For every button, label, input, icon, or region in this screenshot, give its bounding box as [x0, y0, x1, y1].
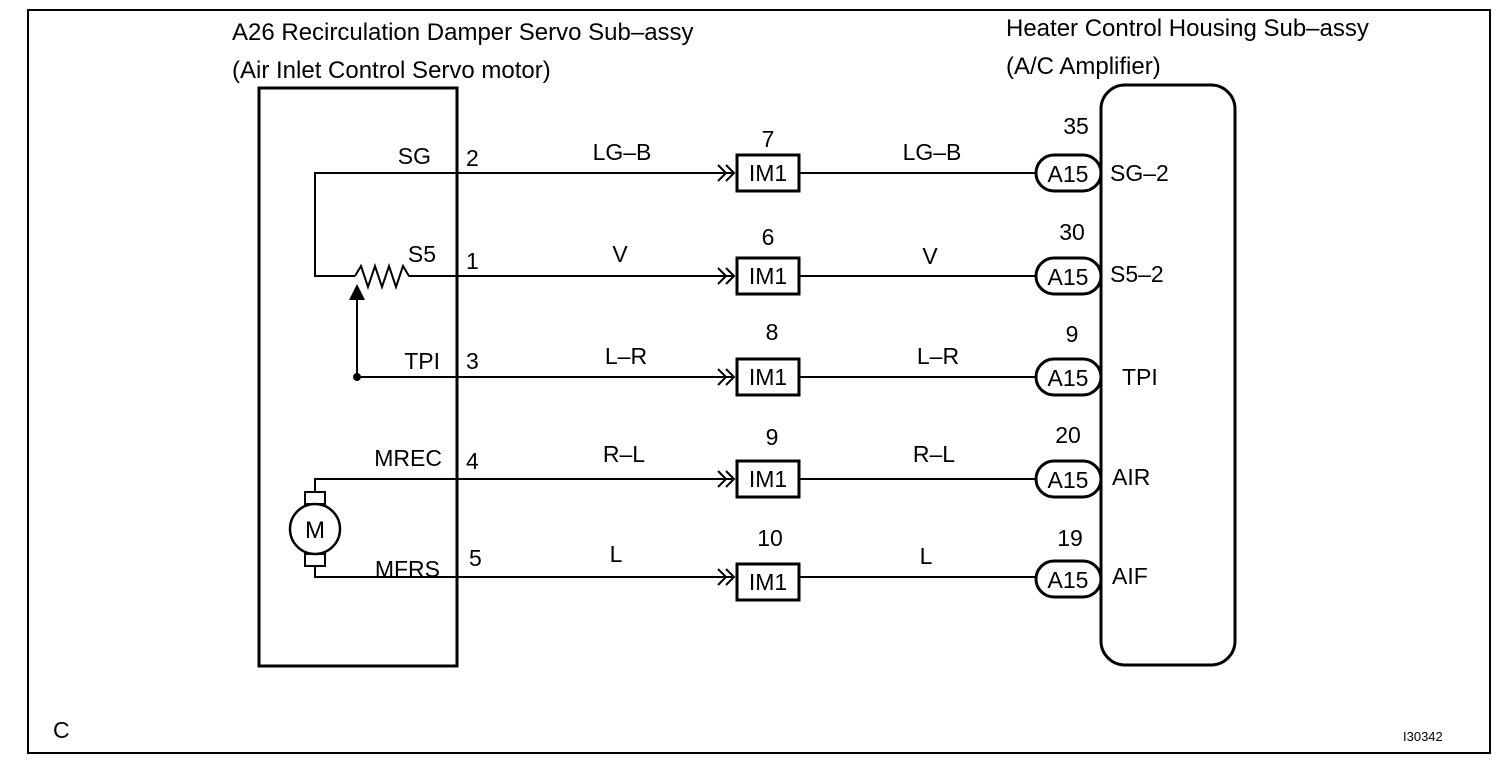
amp-connector-oval: [1034, 357, 1103, 397]
circuit-row-mfrs: IM1 10 A15 19 AIF MFRS 5 L L: [375, 525, 1148, 602]
motor-symbol: [288, 502, 342, 556]
junction-connector-box: [735, 562, 801, 602]
circuit-row-mrec: IM1 9 A15 20 AIR MREC 4 R–L R–L: [374, 422, 1150, 499]
left-component-subtitle: (Air Inlet Control Servo motor): [232, 57, 551, 84]
connector-chevron-icon: [717, 368, 728, 386]
junction-connector-label: IM1: [749, 364, 787, 390]
wire-color-right: L: [920, 543, 933, 569]
amp-pin-number: 20: [1055, 422, 1081, 448]
motor-brush-top: [304, 491, 326, 505]
connector-chevron-icon: [725, 164, 736, 182]
terminal-name: TPI: [404, 348, 440, 374]
amp-connector-label: A15: [1048, 365, 1089, 391]
junction-connector-label: IM1: [749, 466, 787, 492]
amp-terminal-label: S5–2: [1110, 261, 1164, 287]
amp-terminal-label: TPI: [1122, 364, 1158, 390]
connector-chevron-icon: [725, 470, 736, 488]
amp-connector-oval: [1034, 559, 1103, 599]
terminal-name: S5: [408, 241, 436, 267]
wire-color-left: L: [610, 541, 623, 567]
wire-color-left: V: [612, 241, 628, 267]
connector-chevron-icon: [717, 164, 728, 182]
junction-pin-number: 8: [766, 319, 779, 345]
circuit-row-tpi: IM1 8 A15 9 TPI TPI 3 L–R L–R: [404, 319, 1158, 397]
motor-label: M: [305, 517, 325, 544]
mrec-internal-wire: [314, 478, 457, 492]
amp-pin-number: 35: [1063, 113, 1089, 139]
corner-letter: C: [53, 717, 70, 743]
resistor-symbol: [354, 262, 457, 291]
wire-color-right: R–L: [913, 441, 955, 467]
connector-chevron-icon: [717, 470, 728, 488]
diagram-frame: [27, 9, 1491, 754]
amp-connector-label: A15: [1048, 264, 1089, 290]
amp-connector-label: A15: [1048, 567, 1089, 593]
figure-id: I30342: [1403, 729, 1443, 744]
junction-connector-label: IM1: [749, 263, 787, 289]
connector-chevron-icon: [725, 568, 736, 586]
amp-connector-label: A15: [1048, 467, 1089, 493]
circuit-row-s5: IM1 6 A15 30 S5–2 S5 1 V V: [408, 219, 1164, 296]
connector-chevron-icon: [717, 568, 728, 586]
junction-connector-label: IM1: [749, 160, 787, 186]
wire-color-right: L–R: [917, 343, 959, 369]
amp-pin-number: 30: [1059, 219, 1085, 245]
left-component-title: A26 Recirculation Damper Servo Sub–assy: [232, 19, 694, 46]
connector-chevron-icon: [725, 267, 736, 285]
terminal-name: SG: [398, 143, 431, 169]
amp-connector-label: A15: [1048, 161, 1089, 187]
amp-pin-number: 19: [1057, 525, 1083, 551]
wire-color-left: R–L: [603, 441, 645, 467]
connector-chevron-icon: [725, 368, 736, 386]
wire-color-right: V: [922, 243, 938, 269]
terminal-name: MFRS: [375, 556, 440, 582]
amp-connector-oval: [1034, 256, 1103, 296]
terminal-name: MREC: [374, 445, 442, 471]
amp-pin-number: 9: [1066, 321, 1079, 347]
mfrs-internal-wire: [314, 566, 457, 578]
amp-terminal-label: AIF: [1112, 563, 1148, 589]
terminal-pin: 2: [466, 145, 479, 171]
wiper-arrow-icon: [349, 284, 365, 300]
junction-pin-number: 6: [762, 224, 775, 250]
wire-color-left: L–R: [605, 343, 647, 369]
wire-color-left: LG–B: [593, 139, 652, 165]
right-component-subtitle: (A/C Amplifier): [1006, 53, 1161, 80]
amp-connector-oval: [1034, 459, 1103, 499]
motor-brush-bottom: [304, 553, 326, 567]
junction-connector-label: IM1: [749, 569, 787, 595]
terminal-pin: 1: [466, 248, 479, 274]
wire-color-right: LG–B: [903, 139, 962, 165]
right-component-title: Heater Control Housing Sub–assy: [1006, 15, 1369, 42]
terminal-pin: 4: [466, 448, 479, 474]
amp-terminal-label: SG–2: [1110, 160, 1169, 186]
terminal-pin: 3: [466, 348, 479, 374]
junction-pin-number: 10: [757, 525, 783, 551]
junction-pin-number: 9: [766, 424, 779, 450]
circuit-row-sg: IM1 7 A15 35 SG–2 SG 2 LG–B LG–B: [398, 113, 1169, 193]
terminal-pin: 5: [469, 545, 482, 571]
sg-internal-wire: [314, 172, 457, 277]
junction-pin-number: 7: [762, 126, 775, 152]
amp-connector-oval: [1034, 153, 1103, 193]
connector-chevron-icon: [717, 267, 728, 285]
amp-terminal-label: AIR: [1112, 464, 1150, 490]
